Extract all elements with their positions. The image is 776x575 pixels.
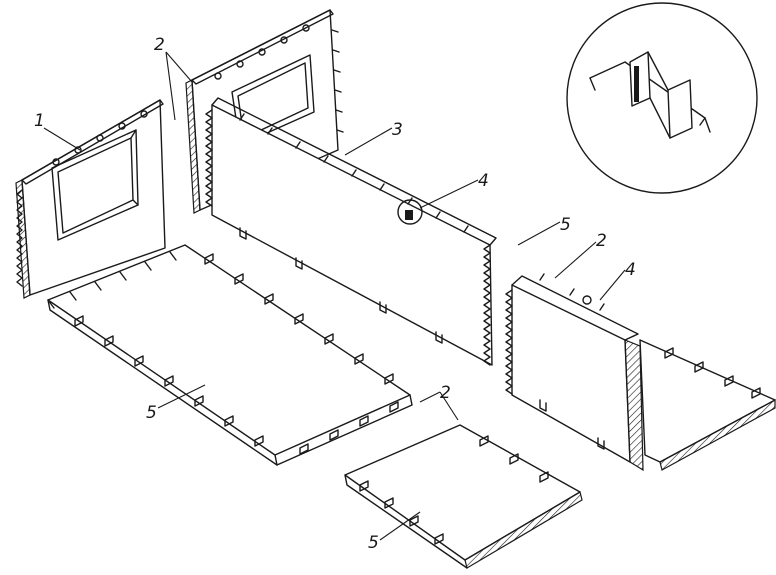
joint-detail-inset xyxy=(566,2,758,194)
anchor-loops-left-panel xyxy=(52,110,148,166)
callout-1: 1 xyxy=(34,111,45,131)
leader-lines xyxy=(43,51,626,541)
callout-labels: 1 2 3 4 5 2 4 5 2 5 xyxy=(34,35,636,553)
floor-slab-right xyxy=(639,339,776,471)
callout-4-right: 4 xyxy=(625,260,636,280)
window-opening-left xyxy=(51,129,139,241)
callout-5-bottom: 5 xyxy=(368,533,379,553)
anchor-loops-top-panel xyxy=(214,24,310,80)
callout-5-floor: 5 xyxy=(146,403,157,423)
callout-4-center: 4 xyxy=(478,171,489,191)
floor-slab-small xyxy=(344,424,583,569)
callout-2-top: 2 xyxy=(154,35,165,55)
callout-5-right: 5 xyxy=(560,215,571,235)
long-side-wall-panel xyxy=(205,97,497,366)
short-side-wall-panel xyxy=(505,273,644,472)
joint-detail-marker xyxy=(397,199,423,225)
callout-3: 3 xyxy=(392,120,403,140)
floor-slab-large xyxy=(47,244,413,466)
end-wall-panel-left xyxy=(15,99,166,299)
callout-2-right: 2 xyxy=(596,231,607,251)
callout-2-bottom: 2 xyxy=(440,383,451,403)
